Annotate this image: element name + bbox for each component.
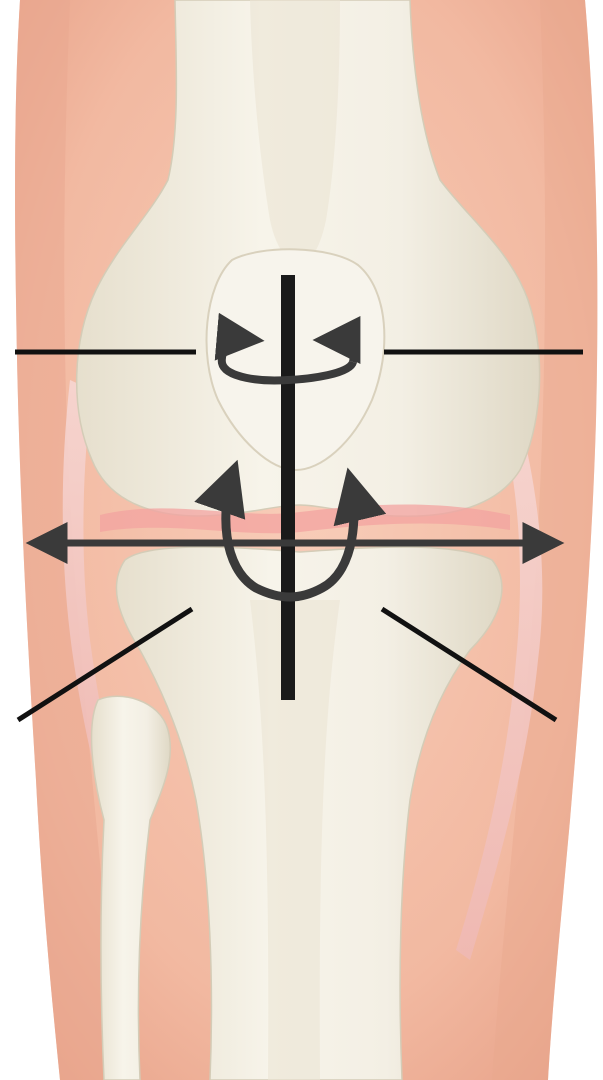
- knee-illustration: [0, 0, 603, 1080]
- knee-diagram: [0, 0, 603, 1080]
